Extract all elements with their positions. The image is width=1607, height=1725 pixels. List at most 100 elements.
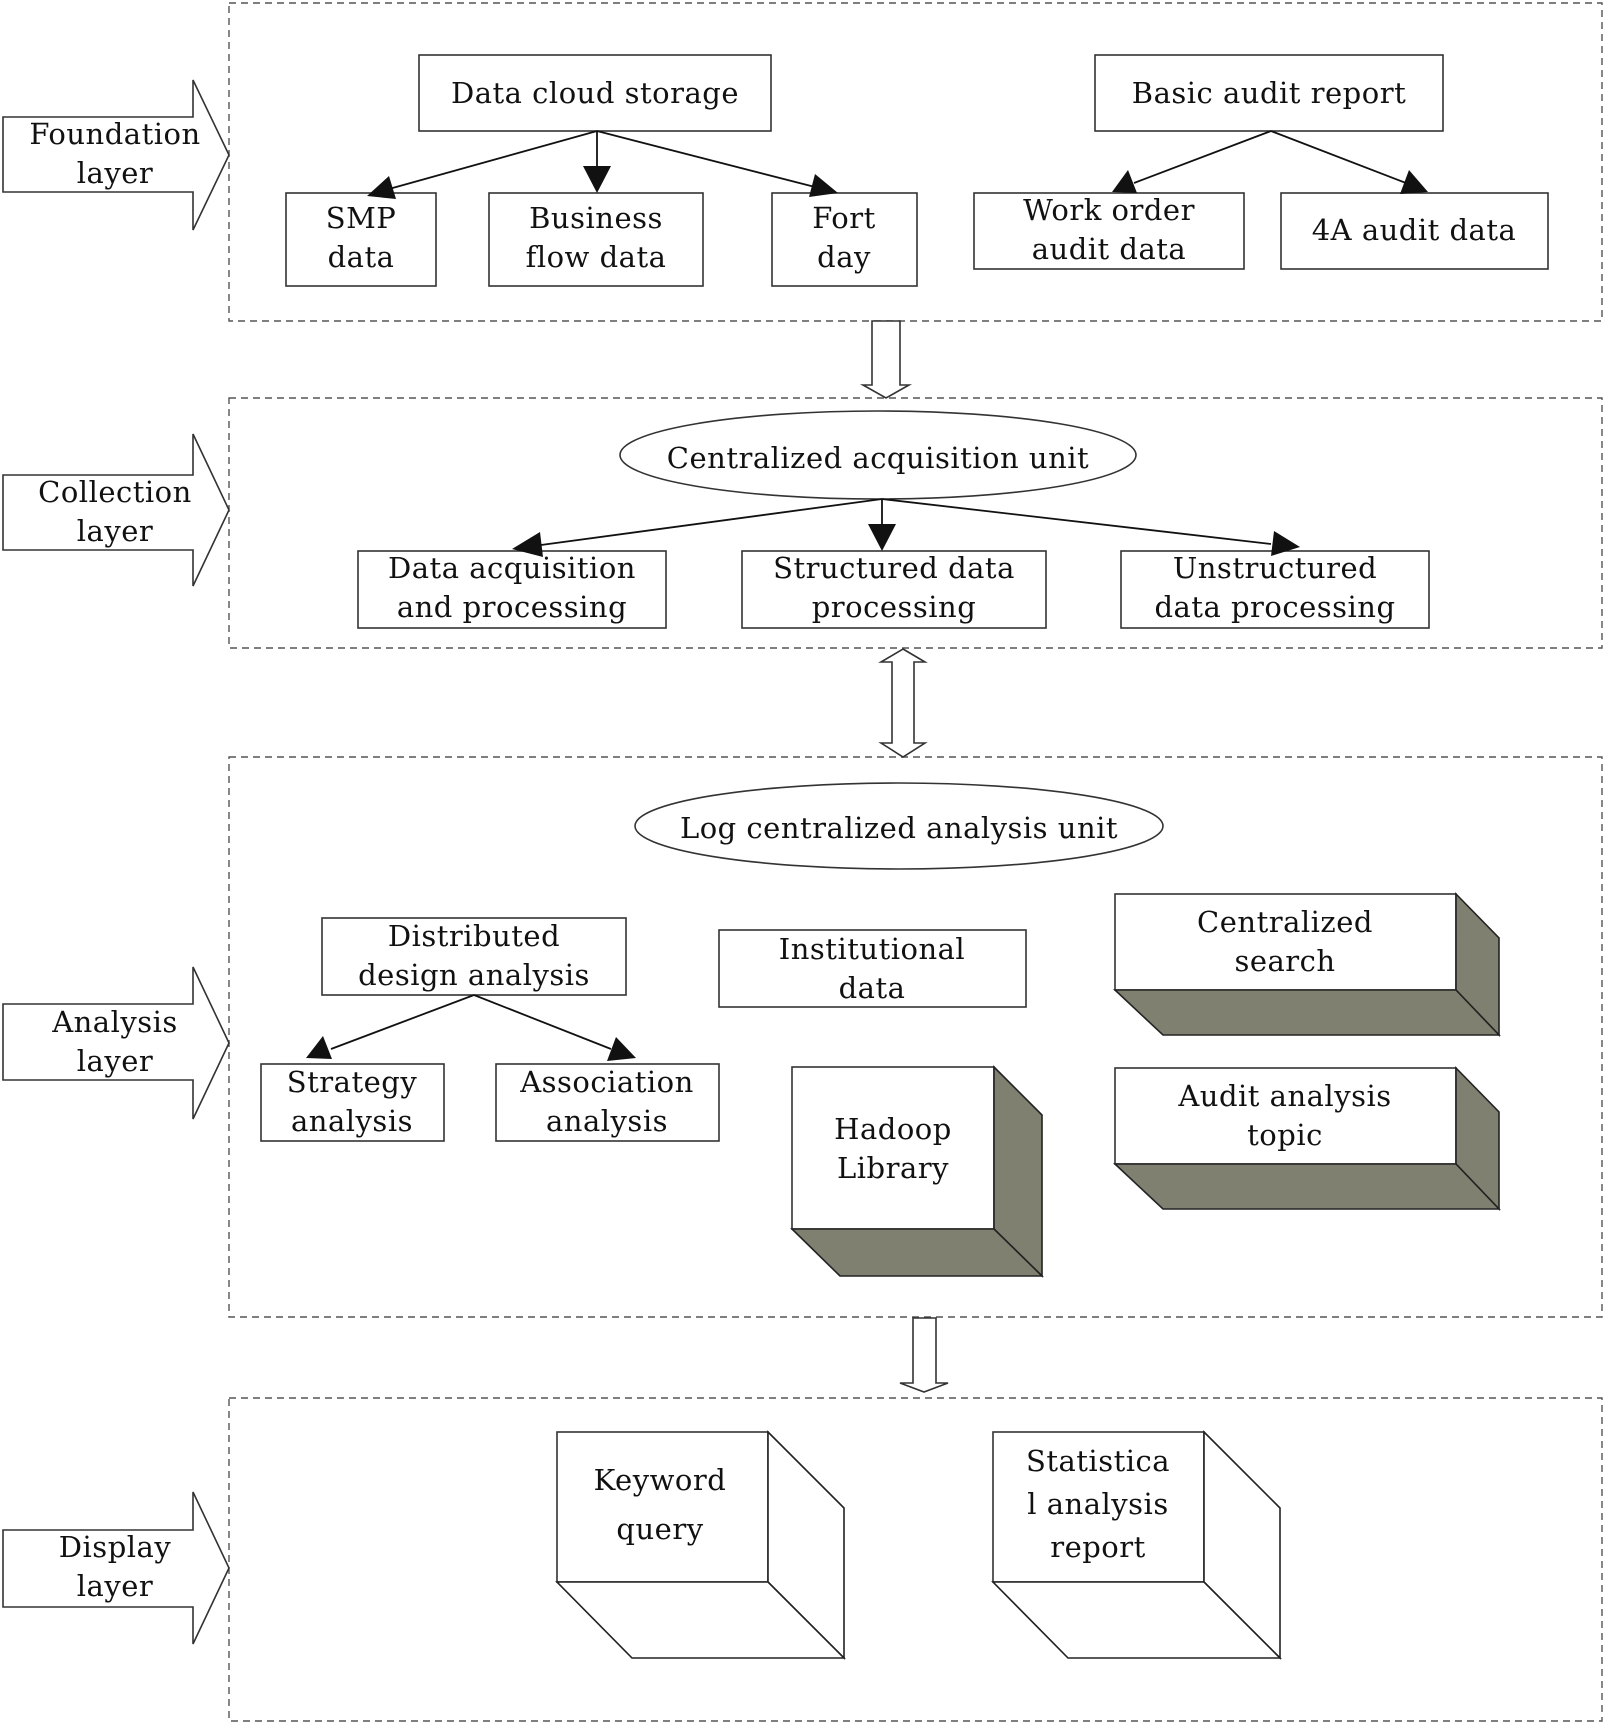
centralized-search-label-line-2: search [1234,944,1335,978]
business-flow-data-box [488,192,704,287]
institutional-data-label-line-2: data [839,971,906,1005]
association-analysis-box [495,1063,720,1142]
analysis-to-display-arrow [899,1317,949,1393]
data-cloud-storage-box [418,54,772,132]
centralized-search-block: Centralized search [1112,892,1501,1037]
display-layer-label-line-1: Display [59,1530,172,1564]
audit-analysis-topic-block: Audit analysis topic [1112,1066,1501,1211]
data-cloud-storage-label: Data cloud storage [451,76,739,110]
smp-data-box [285,192,437,287]
smp-data-label-line-1: SMP [326,201,397,235]
institutional-data-box [718,929,1027,1008]
analysis-layer-arrow: Analysis layer [2,966,230,1120]
strategy-analysis-label-line-2: analysis [291,1104,413,1138]
strategy-analysis-label: Strategy analysis [287,1065,418,1138]
statistical-analysis-report-label-line-3: report [1050,1530,1146,1564]
basic-audit-report-label: Basic audit report [1132,76,1406,110]
foundation-layer-arrow: Foundation layer [2,79,230,231]
business-flow-data-label: Business flow data [526,201,667,274]
association-analysis-label-line-1: Association [519,1065,694,1099]
audit-analysis-topic-label: Audit analysis topic [1177,1079,1391,1152]
4a-audit-data-label: 4A audit data [1312,213,1517,247]
smp-data-label: SMP data [326,201,397,274]
fort-day-label: Fort day [812,201,876,274]
fort-day-label-line-2: day [817,240,871,274]
keyword-query-label-line-1: Keyword [594,1463,727,1497]
data-acquisition-processing-label-line-2: and processing [397,590,627,624]
log-centralized-analysis-unit-label: Log centralized analysis unit [680,811,1118,845]
collection-layer-box [228,397,1603,649]
unstructured-data-processing-label-line-2: data processing [1154,590,1395,624]
log-centralized-analysis-unit-ellipse [634,782,1164,870]
strategy-analysis-label-line-1: Strategy [287,1065,418,1099]
fort-day-box [771,192,918,287]
structured-data-processing-label-line-2: processing [812,590,977,624]
statistical-analysis-report-label-line-2: l analysis [1027,1487,1168,1521]
display-layer-label: Display layer [59,1530,172,1603]
basic-audit-report-label-line-1: Basic audit report [1132,76,1406,110]
hadoop-library-label-line-1: Hadoop [834,1112,952,1146]
analysis-layer-label-line-2: layer [77,1044,153,1078]
centralized-search-label: Centralized search [1197,905,1373,978]
data-acquisition-processing-label-line-1: Data acquisition [388,551,636,585]
centralized-acquisition-unit-label: Centralized acquisition unit [667,441,1089,475]
foundation-layer-box [228,2,1603,322]
distributed-design-analysis-label-line-2: design analysis [358,958,590,992]
4a-audit-data-box [1280,192,1549,270]
association-analysis-label: Association analysis [519,1065,694,1138]
distributed-design-analysis-box [321,917,627,996]
audit-analysis-topic-label-line-1: Audit analysis [1177,1079,1391,1113]
work-order-audit-data-label-line-2: audit data [1032,232,1186,266]
basic-audit-report-box [1094,54,1444,132]
work-order-audit-data-box [973,192,1245,270]
collection-layer-label-line-2: layer [77,514,153,548]
4a-audit-data-label-line-1: 4A audit data [1312,213,1517,247]
analysis-layer-label: Analysis layer [51,1005,178,1078]
data-acquisition-processing-box [357,550,667,629]
foundation-layer-label-line-2: layer [77,156,153,190]
centralized-search-label-line-1: Centralized [1197,905,1373,939]
centralized-acquisition-unit-label-line-1: Centralized acquisition unit [667,441,1089,475]
analysis-layer-box [228,756,1603,1318]
foundation-layer-label: Foundation layer [29,117,200,190]
statistical-analysis-report-label-line-1: Statistica [1026,1444,1170,1478]
work-order-audit-data-label-line-1: Work order [1023,193,1195,227]
strategy-analysis-box [260,1063,445,1142]
structured-data-processing-box [741,550,1047,629]
collection-edges [512,498,1300,557]
audit-analysis-topic-label-line-2: topic [1247,1118,1323,1152]
data-cloud-storage-label-line-1: Data cloud storage [451,76,739,110]
collection-layer-arrow: Collection layer [2,433,230,587]
unstructured-data-processing-label: Unstructured data processing [1154,551,1395,624]
display-layer-label-line-2: layer [77,1569,153,1603]
unstructured-data-processing-box [1120,550,1430,629]
distributed-design-analysis-label: Distributed design analysis [358,919,590,992]
collection-layer-label-line-1: Collection [38,475,192,509]
collection-analysis-double-arrow [878,648,928,758]
unstructured-data-processing-label-line-1: Unstructured [1173,551,1377,585]
hadoop-library-label-line-2: Library [837,1151,949,1185]
distributed-edges [306,994,636,1061]
log-centralized-analysis-unit-label-line-1: Log centralized analysis unit [680,811,1118,845]
fort-day-label-line-1: Fort [812,201,876,235]
business-flow-data-label-line-1: Business [529,201,663,235]
analysis-layer-label-line-1: Analysis [51,1005,178,1039]
foundation-edges [367,130,1428,199]
foundation-to-collection-arrow [859,320,913,399]
business-flow-data-label-line-2: flow data [526,240,667,274]
statistical-analysis-report-label: Statistica l analysis report [1026,1444,1170,1564]
association-analysis-label-line-2: analysis [546,1104,668,1138]
foundation-layer-label-line-1: Foundation [29,117,200,151]
smp-data-label-line-2: data [328,240,395,274]
distributed-design-analysis-label-line-1: Distributed [388,919,560,953]
data-acquisition-processing-label: Data acquisition and processing [388,551,636,624]
structured-data-processing-label-line-1: Structured data [773,551,1015,585]
work-order-audit-data-label: Work order audit data [1023,193,1195,266]
structured-data-processing-label: Structured data processing [773,551,1015,624]
